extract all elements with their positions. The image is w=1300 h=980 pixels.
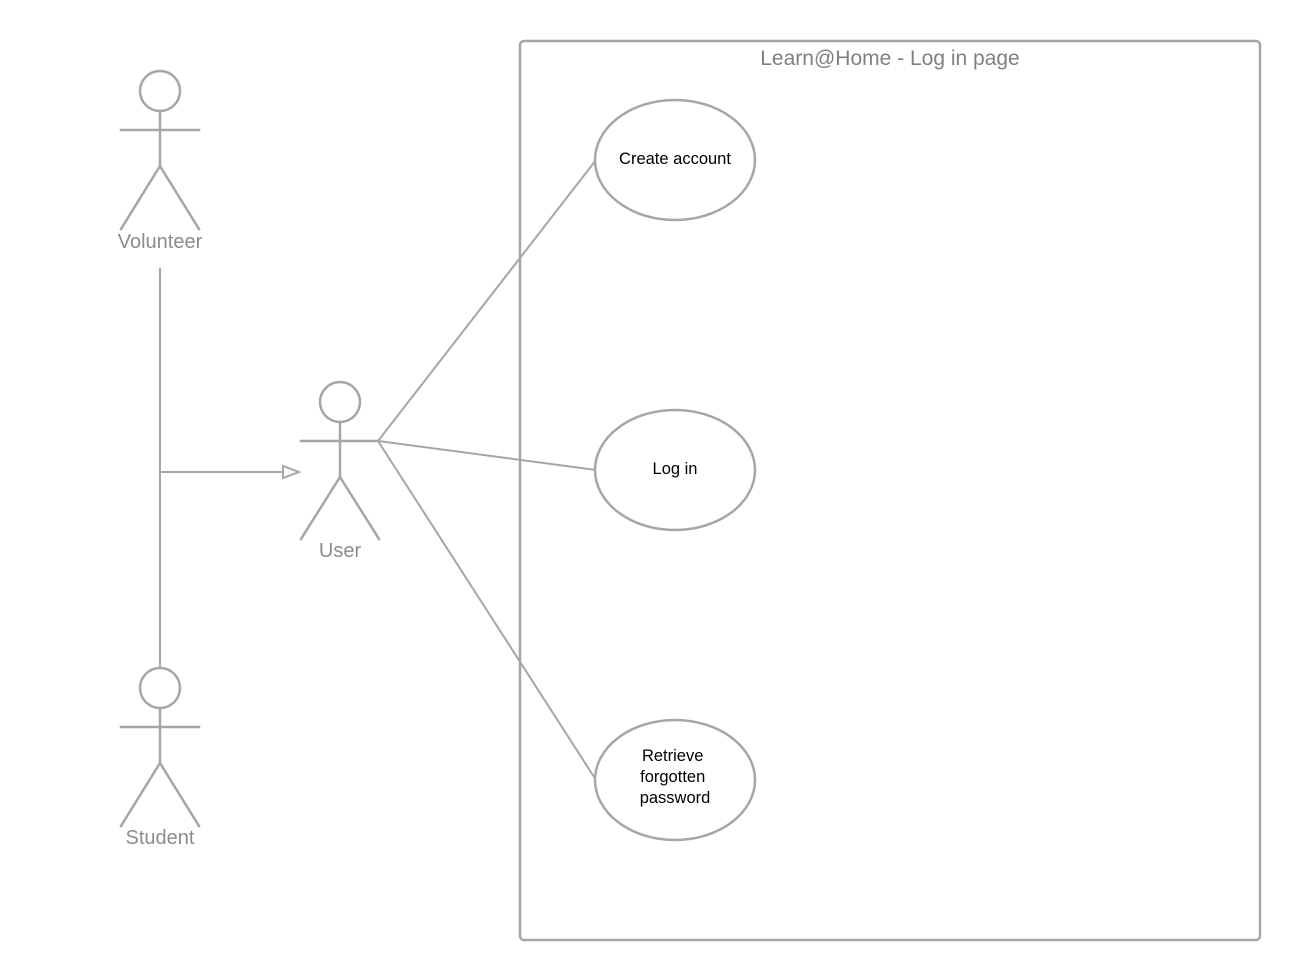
- actor-user-right-leg: [338, 475, 381, 541]
- generalization-arrowhead: [282, 464, 302, 480]
- actor-volunteer-label: Volunteer: [118, 231, 203, 253]
- use-case-retrieve-password-line-1: Retrieve: [642, 747, 703, 765]
- use-case-log-in-ellipse: [593, 408, 757, 532]
- use-case-retrieve-password: Retrieve forgotten password: [593, 718, 757, 842]
- actor-volunteer-head: [138, 69, 182, 113]
- actor-student: Student: [119, 666, 201, 849]
- use-case-retrieve-password-line-2: forgotten: [640, 768, 705, 786]
- use-case-retrieve-password-label: Retrieve forgotten password: [640, 747, 711, 807]
- actor-student-left-leg: [119, 761, 162, 828]
- system-boundary-box: [518, 39, 1262, 942]
- associations: [377, 159, 597, 781]
- use-case-create-account: Create account: [593, 98, 757, 222]
- actor-user-head: [318, 380, 362, 424]
- association-create-account: [377, 159, 597, 442]
- actor-student-right-leg: [158, 761, 201, 828]
- use-case-create-account-ellipse: [593, 98, 757, 222]
- actor-student-label: Student: [126, 827, 195, 849]
- system-boundary: Learn@Home - Log in page: [518, 39, 1262, 942]
- use-case-retrieve-password-line-3: password: [640, 789, 711, 807]
- actor-volunteer: Volunteer: [118, 69, 203, 253]
- use-case-log-in-label: Log in: [653, 460, 698, 478]
- actor-user-label: User: [319, 540, 362, 562]
- actor-user-left-leg: [299, 475, 342, 541]
- actor-user: User: [299, 380, 381, 562]
- association-retrieve-password: [377, 440, 597, 781]
- association-log-in: [377, 440, 597, 471]
- use-case-log-in: Log in: [593, 408, 757, 532]
- actor-volunteer-right-leg: [158, 164, 201, 231]
- actor-student-head: [138, 666, 182, 710]
- system-title: Learn@Home - Log in page: [760, 47, 1019, 70]
- use-case-retrieve-password-ellipse: [593, 718, 757, 842]
- actor-volunteer-left-leg: [119, 164, 162, 231]
- use-case-create-account-label: Create account: [619, 150, 731, 168]
- generalization: [159, 268, 302, 668]
